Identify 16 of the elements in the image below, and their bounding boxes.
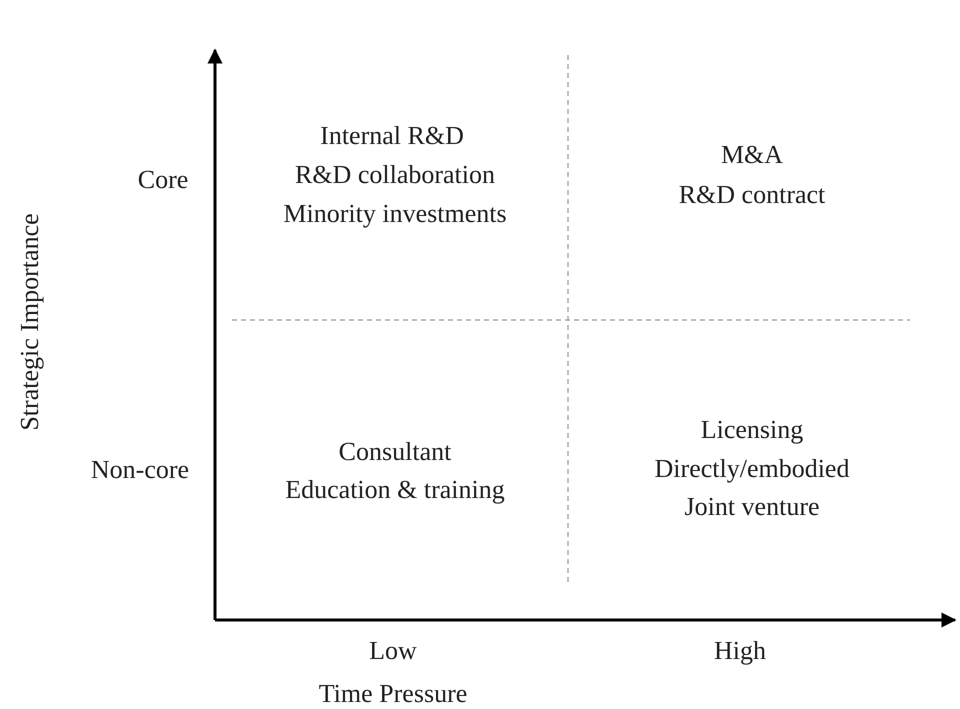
axis-title: Time Pressure [318, 679, 468, 709]
quadrant-item: Consultant [338, 437, 452, 467]
quadrant-item: Internal R&D [320, 121, 464, 151]
quadrant-item: Directly/embodied [654, 454, 850, 484]
axis-tick-label: Low [369, 636, 417, 666]
axis-tick-label: High [714, 636, 766, 666]
quadrant-item: Joint venture [684, 492, 820, 522]
quadrant-item: R&D collaboration [295, 160, 495, 190]
axis-title: Strategic Importance [15, 213, 45, 431]
quadrant-item: R&D contract [678, 180, 826, 210]
quadrant-item: Licensing [700, 415, 804, 445]
quadrant-item: Minority investments [283, 199, 507, 229]
quadrant-item: M&A [720, 140, 784, 170]
quadrant-item: Education & training [285, 475, 505, 505]
axis-tick-label: Non-core [90, 455, 190, 485]
axis-tick-label: Core [138, 165, 188, 195]
